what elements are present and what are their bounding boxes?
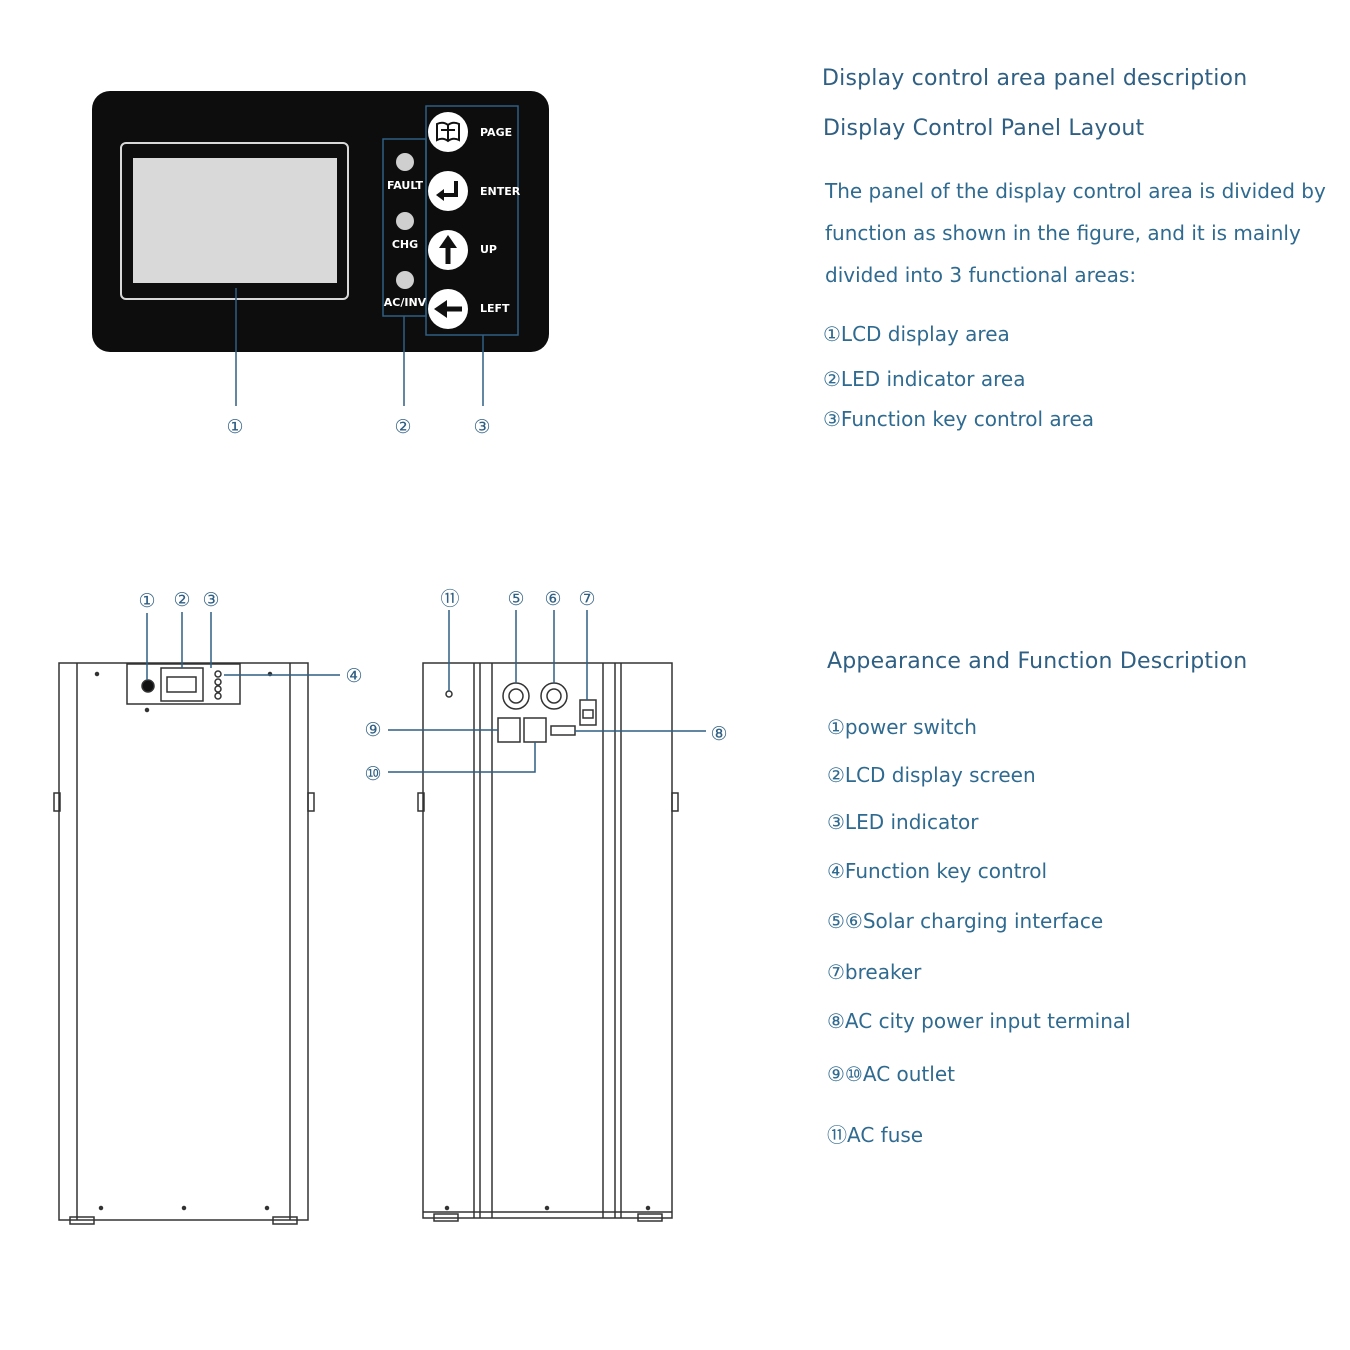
key-up[interactable] bbox=[428, 230, 468, 270]
front-callout-2: ② bbox=[173, 589, 190, 611]
callout-3: ③ bbox=[473, 416, 490, 438]
front-callouts: ① ② ③ ④ bbox=[138, 589, 362, 687]
back-callout-7: ⑦ bbox=[578, 588, 595, 610]
back-callout-9: ⑨ bbox=[364, 719, 381, 741]
appearance-item-9: ⑪AC fuse bbox=[827, 1123, 924, 1147]
key-enter[interactable] bbox=[428, 171, 468, 211]
front-callout-1: ① bbox=[138, 590, 155, 612]
led-label-fault: FAULT bbox=[387, 179, 424, 192]
led-label-acinv: AC/INV bbox=[384, 296, 427, 309]
callout-1: ① bbox=[226, 416, 243, 438]
panel-item-3: ③Function key control area bbox=[823, 407, 1095, 431]
key-area-box bbox=[425, 105, 519, 336]
led-acinv bbox=[396, 271, 414, 289]
key-left[interactable] bbox=[428, 289, 468, 329]
key-label-up: UP bbox=[480, 243, 497, 256]
appearance-item-6: ⑦breaker bbox=[827, 960, 922, 984]
back-callout-10: ⑩ bbox=[364, 763, 381, 785]
appearance-item-4: ④Function key control bbox=[827, 859, 1048, 883]
appearance-item-2: ②LCD display screen bbox=[827, 763, 1036, 787]
front-callout-3: ③ bbox=[202, 589, 219, 611]
panel-section-subtitle: Display Control Panel Layout bbox=[823, 116, 1145, 141]
key-label-enter: ENTER bbox=[480, 185, 521, 198]
callout-2: ② bbox=[394, 416, 411, 438]
enter-arrow-icon bbox=[442, 181, 458, 197]
appearance-section-title: Appearance and Function Description bbox=[827, 649, 1248, 674]
lcd-screen bbox=[133, 158, 337, 283]
front-callout-4: ④ bbox=[345, 665, 362, 687]
panel-item-1: ①LCD display area bbox=[823, 322, 1010, 346]
back-view bbox=[417, 662, 679, 1222]
key-page[interactable] bbox=[428, 112, 468, 152]
control-panel: FAULT CHG AC/INV PAGE ENTER bbox=[92, 91, 549, 438]
book-icon bbox=[436, 121, 460, 143]
appearance-item-1: ①power switch bbox=[827, 715, 977, 739]
back-callouts: ⑪ ⑤ ⑥ ⑦ ⑧ ⑨ ⑩ bbox=[364, 588, 727, 785]
front-view bbox=[53, 662, 315, 1225]
back-callout-6: ⑥ bbox=[544, 588, 561, 610]
back-callout-11: ⑪ bbox=[440, 588, 459, 610]
back-callout-5: ⑤ bbox=[507, 588, 524, 610]
led-label-chg: CHG bbox=[392, 238, 418, 251]
lcd-bezel bbox=[120, 142, 349, 300]
panel-section-paragraph: The panel of the display control area is… bbox=[825, 179, 1326, 287]
key-label-left: LEFT bbox=[480, 302, 510, 315]
appearance-item-3: ③LED indicator bbox=[827, 810, 979, 834]
panel-item-2: ②LED indicator area bbox=[823, 367, 1026, 391]
back-callout-8: ⑧ bbox=[710, 723, 727, 745]
appearance-item-7: ⑧AC city power input terminal bbox=[827, 1009, 1131, 1033]
key-label-page: PAGE bbox=[480, 126, 512, 139]
panel-section-title: Display control area panel description bbox=[822, 66, 1248, 91]
led-chg bbox=[396, 212, 414, 230]
power-switch-icon bbox=[141, 679, 155, 693]
appearance-item-8: ⑨⑩AC outlet bbox=[827, 1062, 955, 1086]
led-fault bbox=[396, 153, 414, 171]
appearance-item-5: ⑤⑥Solar charging interface bbox=[827, 909, 1104, 933]
